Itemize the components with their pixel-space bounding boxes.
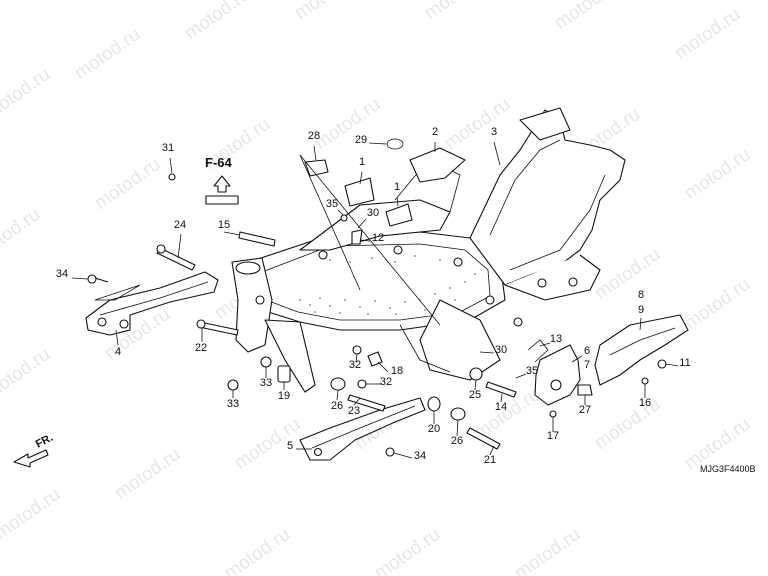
callout-c35a: 35 xyxy=(326,198,338,210)
callout-c15: 15 xyxy=(218,219,230,231)
callout-c16: 16 xyxy=(639,397,651,409)
watermark-text: motod.ru xyxy=(421,0,494,24)
watermark-text: motod.ru xyxy=(0,344,54,404)
callout-c25: 25 xyxy=(469,389,481,401)
watermark-text: motod.ru xyxy=(91,154,164,214)
callout-c33a: 33 xyxy=(227,398,239,410)
callout-c35b: 35 xyxy=(526,365,538,377)
callout-c1b: 1 xyxy=(394,181,400,193)
callout-c1a: 1 xyxy=(359,156,365,168)
callout-c28: 28 xyxy=(308,130,320,142)
callout-c33b: 33 xyxy=(260,377,272,389)
watermark-text: motod.ru xyxy=(681,274,754,334)
callout-c30b: 30 xyxy=(495,344,507,356)
callout-c2: 2 xyxy=(432,126,438,138)
watermark-text: motod.ru xyxy=(71,24,144,84)
watermark-text: motod.ru xyxy=(0,64,54,124)
engine-hanger-bracket xyxy=(85,271,219,336)
fasteners xyxy=(87,138,667,457)
callout-c5: 5 xyxy=(287,440,293,452)
reference-box: F-64 xyxy=(205,155,239,205)
callout-c18: 18 xyxy=(391,365,403,377)
callout-c9: 9 xyxy=(638,304,644,316)
callout-c24: 24 xyxy=(174,219,186,231)
callout-c32b: 32 xyxy=(380,376,392,388)
callout-c30a: 30 xyxy=(367,207,379,219)
callout-c14: 14 xyxy=(495,401,507,413)
callout-c31: 31 xyxy=(162,142,174,154)
callout-c13: 13 xyxy=(550,333,562,345)
watermark-text: motod.ru xyxy=(511,524,584,576)
callout-c8: 8 xyxy=(638,289,644,301)
watermark-text: motod.ru xyxy=(551,0,624,34)
callout-c29: 29 xyxy=(355,134,367,146)
callout-c19: 19 xyxy=(278,390,290,402)
watermark-text: motod.ru xyxy=(231,414,304,474)
callout-c21: 21 xyxy=(484,454,496,466)
watermark-text: motod.ru xyxy=(0,204,44,264)
leader-lines xyxy=(71,141,679,459)
callout-c11: 11 xyxy=(679,357,690,369)
callout-c6: 6 xyxy=(584,345,590,357)
callout-c4: 4 xyxy=(115,346,121,358)
watermark-text: motod.ru xyxy=(181,0,254,44)
lower-bracket xyxy=(299,397,426,461)
watermark-text: motod.ru xyxy=(0,484,64,544)
watermark-text: motod.ru xyxy=(591,394,664,454)
callout-c26b: 26 xyxy=(451,435,463,447)
watermark-text: motod.ru xyxy=(441,94,514,154)
front-direction-indicator: FR. xyxy=(13,432,55,468)
callout-c20: 20 xyxy=(428,423,440,435)
watermark-text: motod.ru xyxy=(111,444,184,504)
frame-shading xyxy=(299,255,476,315)
front-label: FR. xyxy=(34,432,55,451)
callout-c34b: 34 xyxy=(414,450,426,462)
callout-c3: 3 xyxy=(491,126,497,138)
side-plate-right xyxy=(594,314,689,386)
main-frame xyxy=(231,107,626,393)
watermark-text: motod.ru xyxy=(371,524,444,576)
side-plate-left xyxy=(534,344,581,406)
callout-c34a: 34 xyxy=(56,268,68,280)
watermark-text: motod.ru xyxy=(311,94,384,154)
watermark-text: motod.ru xyxy=(681,144,754,204)
watermark-text: motod.ru xyxy=(221,524,294,576)
callout-c23: 23 xyxy=(348,405,360,417)
callout-c26a: 26 xyxy=(331,400,343,412)
callout-c22: 22 xyxy=(195,342,207,354)
watermark-text: motod.ru xyxy=(291,0,364,24)
callout-c17: 17 xyxy=(547,430,559,442)
reference-label: F-64 xyxy=(205,155,233,170)
diagram-code: MJG3F4400B xyxy=(700,464,756,474)
callout-c12: 12 xyxy=(372,232,384,244)
callout-c27: 27 xyxy=(579,404,591,416)
callout-c7: 7 xyxy=(584,359,590,371)
watermark-text: motod.ru xyxy=(671,4,744,64)
watermark-text: motod.ru xyxy=(591,244,664,304)
callout-c32a: 32 xyxy=(349,359,361,371)
